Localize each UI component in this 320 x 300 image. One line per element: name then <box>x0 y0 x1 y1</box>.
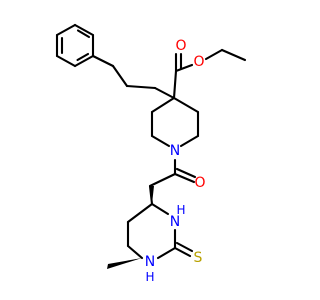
atom-h-upper: H <box>176 203 185 217</box>
atom-n-lower: N <box>145 254 155 270</box>
molecule-diagram: O O N O N H N H S <box>55 23 247 284</box>
acetyl-linker <box>148 158 197 206</box>
benzene-ring <box>55 23 95 68</box>
propyl-chain <box>91 54 176 100</box>
atom-o-carbonyl: O <box>175 38 186 54</box>
pyrimidine-ring <box>126 202 194 260</box>
structure-svg: O O N O N H N H S <box>55 23 247 284</box>
atom-h-lower: H <box>145 270 154 284</box>
stereo-wedge-upper <box>150 186 154 204</box>
atom-s-thione: S <box>194 250 203 266</box>
atom-n-upper: N <box>170 214 180 230</box>
piperidine-ring <box>150 96 200 148</box>
atom-n-piperidine: N <box>170 143 180 159</box>
atom-o-ether: O <box>193 54 204 70</box>
ethyl-ester <box>172 48 247 100</box>
atom-o-amide: O <box>194 175 205 191</box>
stereo-wedge-lower <box>107 258 142 269</box>
